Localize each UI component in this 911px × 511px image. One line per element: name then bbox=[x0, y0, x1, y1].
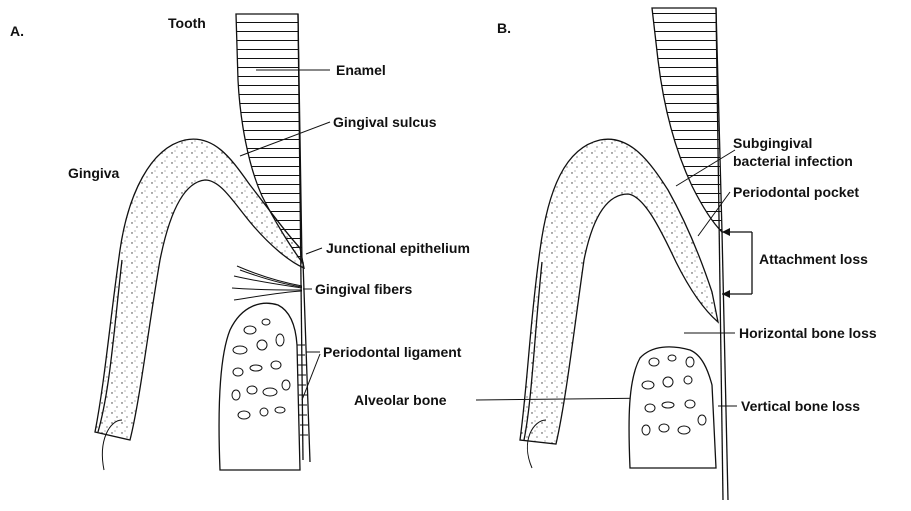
gingival-fibers-a bbox=[232, 266, 302, 300]
gingiva-label: Gingiva bbox=[68, 165, 120, 181]
attachment-loss-label: Attachment loss bbox=[759, 251, 868, 267]
panel-a-letter: A. bbox=[10, 23, 24, 39]
junctional-leader bbox=[306, 248, 322, 254]
gingival-fibers-label: Gingival fibers bbox=[315, 281, 412, 297]
alveolar-bone-label: Alveolar bone bbox=[354, 392, 447, 408]
attachment-loss-bracket bbox=[722, 228, 752, 298]
periodontal-ligament-label: Periodontal ligament bbox=[323, 344, 462, 360]
panel-b: B. bbox=[497, 8, 877, 500]
tooth-label: Tooth bbox=[168, 15, 206, 31]
alveolar-bone-a bbox=[219, 303, 300, 470]
vertical-bone-loss-label: Vertical bone loss bbox=[741, 398, 860, 414]
enamel-label: Enamel bbox=[336, 62, 386, 78]
ligament-leader-2 bbox=[302, 354, 320, 400]
gingival-sulcus-label: Gingival sulcus bbox=[333, 114, 437, 130]
junctional-epithelium-label: Junctional epithelium bbox=[326, 240, 470, 256]
panel-a: A. Tooth bbox=[10, 14, 470, 470]
periodontal-pocket-label: Periodontal pocket bbox=[733, 184, 859, 200]
horizontal-bone-loss-label: Horizontal bone loss bbox=[739, 325, 877, 341]
subgingival-label-line2: bacterial infection bbox=[733, 153, 853, 169]
root-surface-a bbox=[303, 262, 310, 462]
panel-b-letter: B. bbox=[497, 20, 511, 36]
subgingival-label-line1: Subgingival bbox=[733, 135, 812, 151]
